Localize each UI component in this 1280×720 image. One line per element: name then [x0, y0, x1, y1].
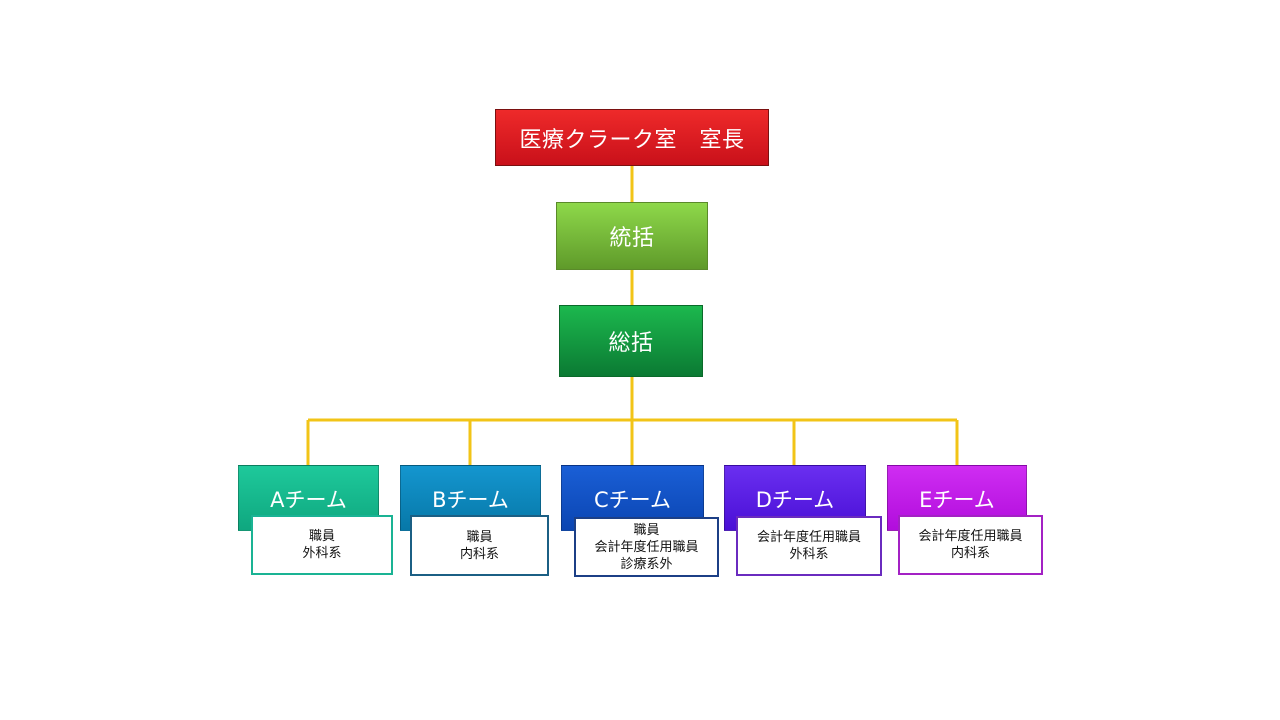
team-b-label: Bチーム	[432, 488, 509, 512]
lead-node: 統括	[556, 202, 708, 270]
team-d-label: Dチーム	[755, 488, 835, 512]
team-e-label: Eチーム	[919, 488, 995, 512]
team-d-roles: 会計年度任用職員 外科系	[736, 516, 882, 576]
team-c-role-3: 診療系外	[620, 556, 673, 572]
root-node-label: 医療クラーク室 室長	[519, 127, 745, 153]
team-c-role-2: 会計年度任用職員	[594, 539, 699, 555]
team-e-roles: 会計年度任用職員 内科系	[898, 515, 1043, 575]
lead-node-label: 統括	[609, 226, 655, 251]
team-e-role-2: 内科系	[950, 546, 990, 561]
team-a-role-2: 外科系	[302, 546, 342, 561]
team-c-role-1: 職員	[633, 522, 660, 538]
team-b-role-1: 職員	[466, 529, 493, 545]
team-b-roles: 職員 内科系	[410, 515, 549, 576]
team-b-role-2: 内科系	[459, 546, 499, 562]
team-c-label: Cチーム	[593, 488, 672, 512]
general-node-label: 総括	[608, 331, 654, 356]
general-node: 総括	[559, 305, 703, 377]
team-a-role-1: 職員	[308, 529, 335, 544]
team-d-role-2: 外科系	[789, 547, 829, 562]
team-e-role-1: 会計年度任用職員	[918, 529, 1023, 544]
root-node: 医療クラーク室 室長	[495, 109, 769, 166]
team-d-role-1: 会計年度任用職員	[756, 530, 861, 545]
team-a-label: Aチーム	[270, 488, 347, 512]
team-c-roles: 職員 会計年度任用職員 診療系外	[574, 517, 719, 577]
team-a-roles: 職員 外科系	[251, 515, 393, 575]
